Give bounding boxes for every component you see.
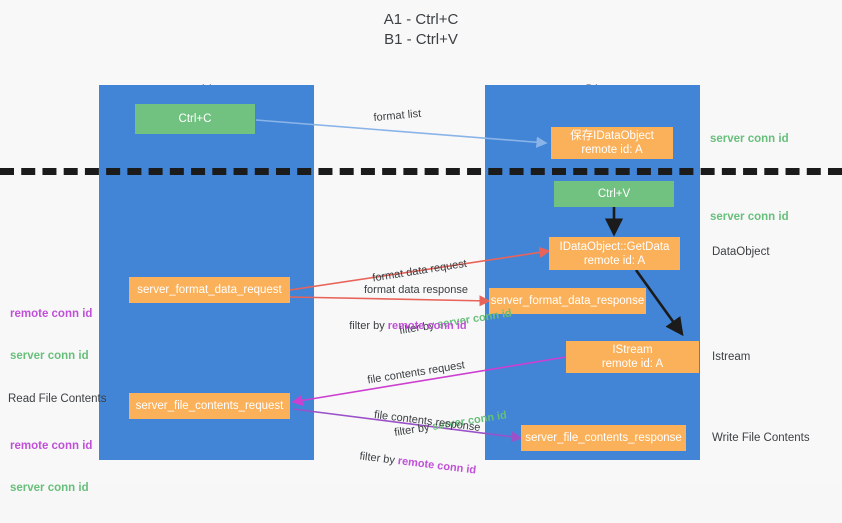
node-server-format-data-request[interactable]: server_format_data_request	[129, 277, 290, 303]
node-server-format-data-response[interactable]: server_format_data_response	[489, 288, 646, 314]
node-istream-line2: remote id: A	[601, 358, 664, 370]
node-getdata-line2: remote id: A	[583, 254, 646, 267]
filter-key-remote-conn-id: remote conn id	[387, 320, 467, 332]
node-save-idataobject-line1: 保存IDataObject	[570, 130, 654, 142]
edge-label-format-data-request: format data request	[371, 257, 468, 285]
node-ctrl-c[interactable]: Ctrl+C	[135, 104, 255, 134]
node-ctrl-v[interactable]: Ctrl+V	[554, 181, 674, 207]
left-label-read-file-contents: Read File Contents	[8, 393, 107, 405]
node-server-file-contents-request[interactable]: server_file_contents_request	[129, 393, 290, 419]
node-getdata[interactable]: IDataObject::GetData remote id: A	[549, 237, 680, 270]
filter-key-remote-conn-id: remote conn id	[397, 455, 477, 477]
node-getdata-line1: IDataObject::GetData	[559, 240, 670, 253]
node-save-idataobject[interactable]: 保存IDataObject remote id: A	[551, 127, 673, 159]
diagram-canvas: A1 - Ctrl+C B1 - Ctrl+V A1 remote B1 con…	[0, 11, 842, 494]
node-server-format-data-response-label: server_format_data_response	[490, 295, 645, 307]
left-label-conn-ids-1: remote conn id server conn id	[10, 279, 92, 391]
left-label-conn-ids-2: remote conn id server conn id	[10, 411, 92, 523]
node-save-idataobject-line2: remote id: A	[581, 144, 643, 156]
left-label-remote-conn-id-2: remote conn id	[10, 440, 93, 452]
filter-prefix: filter by	[349, 320, 388, 332]
left-label-server-conn-id-1: server conn id	[10, 350, 89, 362]
left-label-remote-conn-id-1: remote conn id	[10, 308, 93, 320]
node-ctrl-v-label: Ctrl+V	[597, 188, 631, 200]
node-ctrl-c-label: Ctrl+C	[178, 113, 212, 125]
edge-label-file-contents-request: file contents request	[366, 359, 466, 387]
edge-label-format-data-response: format data response	[364, 284, 468, 296]
node-server-file-contents-response[interactable]: server_file_contents_response	[521, 425, 686, 451]
node-server-file-contents-request-label: server_file_contents_request	[135, 400, 284, 412]
right-label-server-conn-id-top: server conn id	[710, 133, 789, 145]
node-server-file-contents-response-label: server_file_contents_response	[525, 432, 682, 444]
node-istream[interactable]: IStream remote id: A	[566, 341, 699, 373]
edge-label-format-data-response-filter: filter by remote conn id	[337, 305, 467, 347]
edge-label-format-list: format list	[373, 107, 422, 124]
page-title: A1 - Ctrl+C B1 - Ctrl+V	[383, 11, 459, 48]
node-istream-line1: IStream	[612, 344, 653, 356]
right-label-write-file-contents: Write File Contents	[712, 432, 810, 444]
right-label-server-conn-id-mid: server conn id	[710, 211, 789, 223]
right-label-dataobject: DataObject	[712, 246, 770, 258]
node-server-format-data-request-label: server_format_data_request	[137, 284, 282, 296]
phase-divider	[0, 168, 842, 175]
filter-prefix: filter by	[358, 450, 399, 467]
right-label-istream: Istream	[712, 351, 751, 363]
left-label-server-conn-id-2: server conn id	[10, 482, 89, 494]
